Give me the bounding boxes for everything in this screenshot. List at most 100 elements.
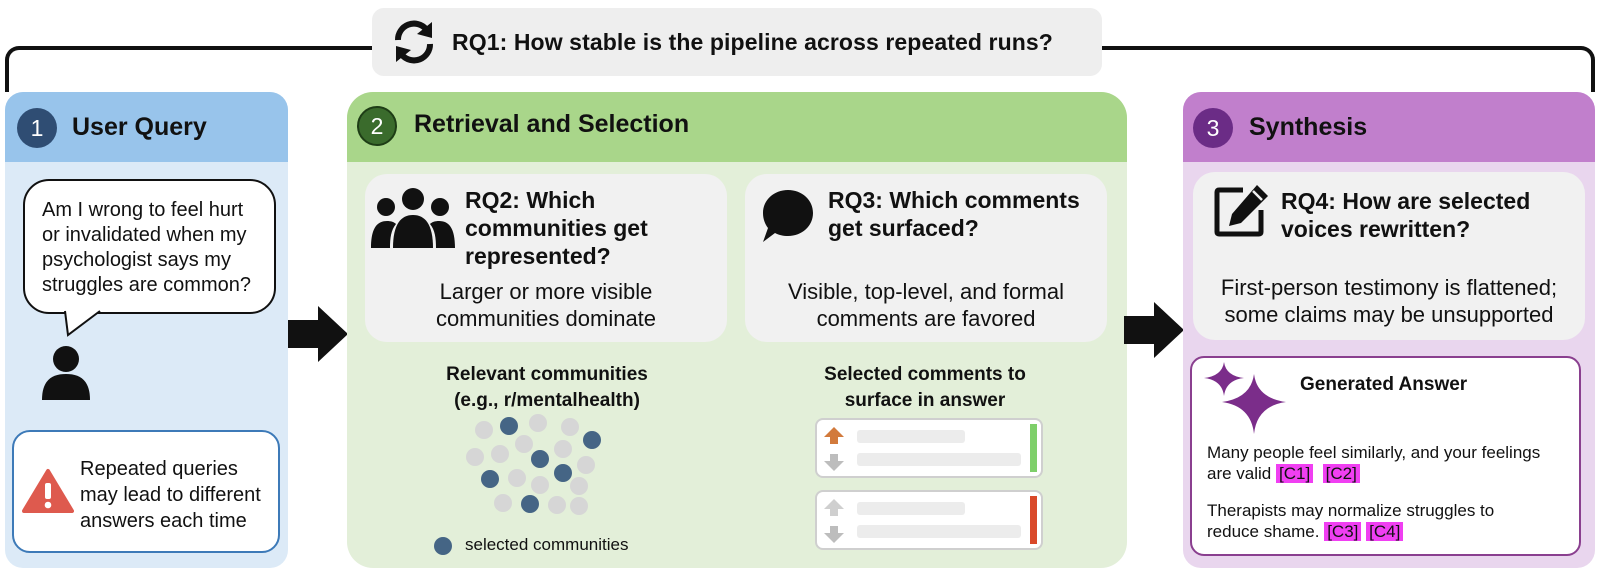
comment-text-placeholder [857, 502, 965, 515]
retrieval-selection-header [347, 92, 1127, 162]
selected-community-dot [481, 470, 499, 488]
sparkle-ai-icon [1204, 362, 1286, 434]
chat-bubble-icon [763, 190, 813, 242]
citation-tag[interactable]: [C2] [1322, 464, 1360, 483]
warning-triangle-icon [22, 469, 74, 513]
rq4-body-line: some claims may be unsupported [1224, 302, 1554, 327]
answer-line: Many people feel similarly, and your fee… [1207, 443, 1541, 462]
rq3-title-line: get surfaced? [828, 215, 979, 241]
rq3-finding: Visible, top-level, and formal comments … [745, 278, 1107, 332]
community-dot [531, 476, 549, 494]
answer-line: are valid [C1] [C2] [1207, 463, 1540, 484]
speech-bubble-tail [64, 310, 101, 337]
vote-arrows-icon [824, 499, 844, 543]
community-dot [508, 469, 526, 487]
rq2-title-line: represented? [465, 243, 611, 269]
rq2-question: RQ2: Which communities get represented? [465, 186, 648, 270]
community-dot [548, 496, 566, 514]
community-dot-cluster [466, 414, 601, 515]
user-person-icon [42, 346, 90, 400]
step-3-badge: 3 [1193, 108, 1233, 148]
answer-paragraph-2: Therapists may normalize struggles to re… [1207, 500, 1494, 542]
warning-text: Repeated queries may lead to different a… [80, 456, 261, 534]
rq4-title-line: RQ4: How are selected [1281, 188, 1531, 214]
rq4-question: RQ4: How are selected voices rewritten? [1281, 187, 1530, 243]
citation-tag[interactable]: [C1] [1276, 464, 1314, 483]
comment-text-placeholder [857, 453, 1021, 466]
caption-line: surface in answer [844, 390, 1006, 411]
user-question-bubble: Am I wrong to feel hurt or invalidated w… [23, 179, 276, 314]
rq2-body-line: communities dominate [435, 306, 657, 331]
instability-warning-box: Repeated queries may lead to different a… [12, 430, 280, 553]
caption-line: Relevant communities [446, 364, 648, 385]
community-dot [561, 418, 579, 436]
rq3-body-line: comments are favored [816, 306, 1036, 331]
rq4-finding: First-person testimony is flattened; som… [1193, 274, 1585, 328]
comment-text-placeholder [857, 430, 965, 443]
synthesis-header [1183, 92, 1595, 162]
vote-arrows-icon [824, 427, 844, 471]
caption-line: (e.g., r/mentalhealth) [454, 390, 640, 411]
retrieval-selection-title: Retrieval and Selection [414, 110, 690, 138]
warning-line: answers each time [80, 510, 247, 532]
edit-pencil-icon [1214, 185, 1268, 237]
question-line: psychologist says my [42, 249, 231, 271]
selected-community-dot [531, 450, 549, 468]
rq3-card: RQ3: Which comments get surfaced? Visibl… [745, 174, 1107, 342]
question-line: Am I wrong to feel hurt [42, 199, 244, 221]
rq2-body-line: Larger or more visible [439, 279, 653, 304]
selected-community-dot [500, 417, 518, 435]
rq3-question: RQ3: Which comments get surfaced? [828, 186, 1080, 242]
comment-card-upvoted [815, 418, 1043, 478]
rq2-title-line: communities get [465, 215, 648, 241]
rq3-title-line: RQ3: Which comments [828, 187, 1080, 213]
community-dot [515, 435, 533, 453]
warning-line: may lead to different [80, 484, 261, 506]
question-line: struggles are common? [42, 274, 251, 296]
citation-tag[interactable]: [C4] [1366, 522, 1404, 541]
community-dot [570, 497, 588, 515]
selected-community-dot [583, 431, 601, 449]
step-1-badge: 1 [17, 108, 57, 148]
community-dot [577, 456, 595, 474]
answer-text: reduce shame. [1207, 522, 1320, 541]
comment-text-placeholder [857, 525, 1021, 538]
relevant-communities-caption: Relevant communities (e.g., r/mentalheal… [402, 362, 692, 414]
step-2-badge: 2 [357, 106, 397, 146]
user-query-title: User Query [72, 113, 207, 141]
refresh-cycle-icon [394, 20, 434, 64]
generated-answer-box: Generated Answer Many people feel simila… [1190, 356, 1581, 556]
selected-indicator-green [1030, 424, 1037, 472]
selected-legend-dot [434, 537, 452, 555]
community-dot [494, 494, 512, 512]
rq1-question: RQ1: How stable is the pipeline across r… [452, 28, 1053, 55]
community-dot [529, 414, 547, 432]
answer-text: are valid [1207, 464, 1272, 483]
answer-line: reduce shame. [C3] [C4] [1207, 521, 1494, 542]
community-dot [570, 477, 588, 495]
flow-arrow-right-icon [288, 306, 348, 362]
rq4-title-line: voices rewritten? [1281, 216, 1471, 242]
warning-line: Repeated queries [80, 458, 238, 480]
selected-comments-caption: Selected comments to surface in answer [790, 362, 1060, 414]
caption-line: Selected comments to [824, 364, 1026, 385]
question-line: or invalidated when my [42, 224, 247, 246]
community-dot [475, 421, 493, 439]
rq4-card: RQ4: How are selected voices rewritten? … [1193, 172, 1585, 340]
answer-paragraph-1: Many people feel similarly, and your fee… [1207, 442, 1540, 484]
flow-arrow-right-icon [1124, 302, 1184, 358]
citation-tag[interactable]: [C3] [1324, 522, 1362, 541]
community-dot [554, 440, 572, 458]
rq2-title-line: RQ2: Which [465, 187, 596, 213]
rq2-finding: Larger or more visible communities domin… [365, 278, 727, 332]
community-dot [491, 445, 509, 463]
synthesis-title: Synthesis [1249, 113, 1368, 141]
rq2-card: RQ2: Which communities get represented? … [365, 174, 727, 342]
community-dot [466, 448, 484, 466]
selected-community-dot [554, 464, 572, 482]
rq3-body-line: Visible, top-level, and formal [788, 279, 1064, 304]
rejected-indicator-red [1030, 496, 1037, 544]
rq1-banner: RQ1: How stable is the pipeline across r… [372, 8, 1102, 76]
comment-card-neutral [815, 490, 1043, 550]
selected-communities-legend: selected communities [465, 535, 629, 554]
